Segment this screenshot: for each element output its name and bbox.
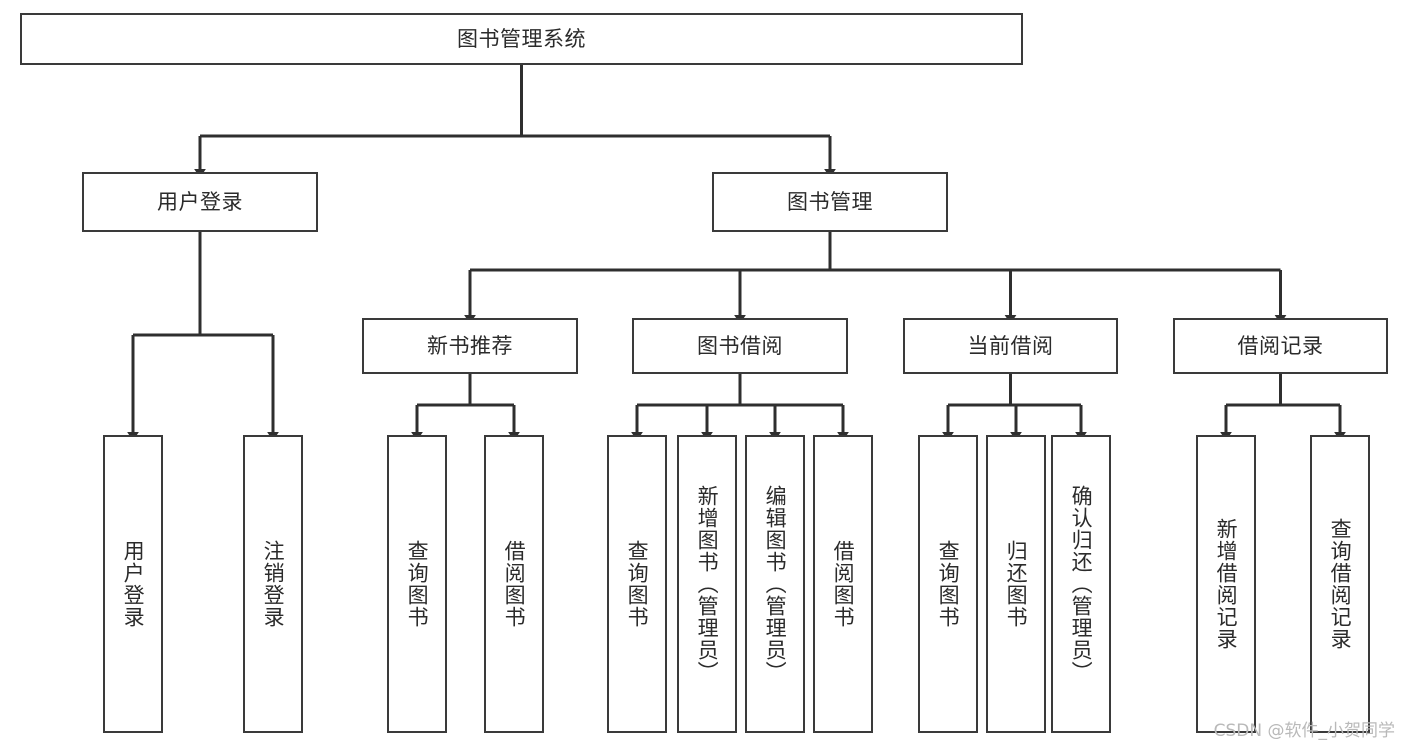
node-book-borrowing-label: 图书借阅	[697, 333, 783, 358]
leaf-logout[interactable]: 注销登录	[243, 435, 303, 733]
leaf-edit-book-label: 编辑图书（管理员）	[763, 485, 788, 683]
leaf-borrow-book-recommendation-label: 借阅图书	[502, 540, 527, 628]
node-borrowing-record[interactable]: 借阅记录	[1173, 318, 1388, 374]
leaf-query-borrowing-record[interactable]: 查询借阅记录	[1310, 435, 1370, 733]
node-book-management[interactable]: 图书管理	[712, 172, 948, 232]
leaf-borrow-book-recommendation[interactable]: 借阅图书	[484, 435, 544, 733]
leaf-logout-label: 注销登录	[261, 540, 286, 628]
leaf-add-book-label: 新增图书（管理员）	[695, 485, 720, 683]
leaf-query-book-current-label: 查询图书	[936, 540, 961, 628]
leaf-return-book-label: 归还图书	[1004, 540, 1029, 628]
leaf-confirm-return-label: 确认归还（管理员）	[1069, 485, 1094, 683]
node-root-label: 图书管理系统	[457, 26, 586, 51]
leaf-confirm-return[interactable]: 确认归还（管理员）	[1051, 435, 1111, 733]
leaf-add-borrowing-record-label: 新增借阅记录	[1214, 518, 1239, 650]
leaf-add-borrowing-record[interactable]: 新增借阅记录	[1196, 435, 1256, 733]
leaf-query-book-recommendation[interactable]: 查询图书	[387, 435, 447, 733]
node-book-borrowing[interactable]: 图书借阅	[632, 318, 848, 374]
node-new-book-recommendation-label: 新书推荐	[427, 333, 513, 358]
node-root[interactable]: 图书管理系统	[20, 13, 1023, 65]
node-current-borrowing-label: 当前借阅	[967, 333, 1054, 358]
leaf-add-book[interactable]: 新增图书（管理员）	[677, 435, 737, 733]
node-user-login-label: 用户登录	[157, 189, 243, 214]
node-user-login[interactable]: 用户登录	[82, 172, 318, 232]
leaf-query-book-current[interactable]: 查询图书	[918, 435, 978, 733]
leaf-query-book-borrowing[interactable]: 查询图书	[607, 435, 667, 733]
node-new-book-recommendation[interactable]: 新书推荐	[362, 318, 578, 374]
leaf-edit-book[interactable]: 编辑图书（管理员）	[745, 435, 805, 733]
leaf-query-book-recommendation-label: 查询图书	[405, 540, 430, 628]
node-book-management-label: 图书管理	[787, 189, 873, 214]
node-borrowing-record-label: 借阅记录	[1237, 333, 1324, 358]
leaf-query-book-borrowing-label: 查询图书	[625, 540, 650, 628]
leaf-query-borrowing-record-label: 查询借阅记录	[1328, 518, 1353, 650]
leaf-user-login-label: 用户登录	[121, 540, 146, 628]
leaf-borrow-book-label: 借阅图书	[831, 540, 856, 628]
leaf-borrow-book[interactable]: 借阅图书	[813, 435, 873, 733]
leaf-user-login[interactable]: 用户登录	[103, 435, 163, 733]
leaf-return-book[interactable]: 归还图书	[986, 435, 1046, 733]
node-current-borrowing[interactable]: 当前借阅	[903, 318, 1118, 374]
